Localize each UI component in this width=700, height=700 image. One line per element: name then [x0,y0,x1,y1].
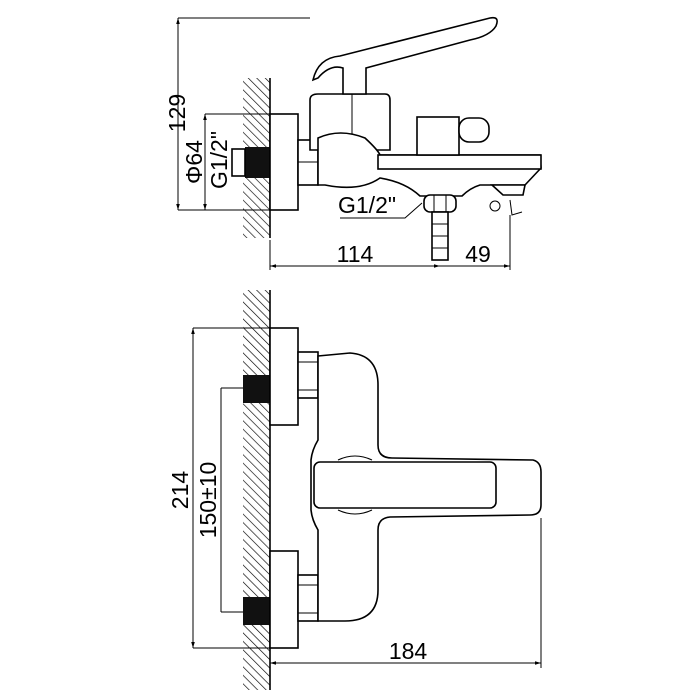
hose-connector [423,194,457,213]
lower-nut [297,574,319,622]
projection-label: 184 [389,638,428,664]
depth-dimension-label: 114 [337,241,374,267]
center-distance-label: 150±10 [195,462,221,539]
diverter-knob [416,116,460,156]
outlet-thread-label: G1/2" [338,192,396,218]
lower-thread [243,597,270,625]
lower-flange [269,550,299,649]
front-view: 214 150±10 184 [167,290,542,690]
flange-diameter-label: Φ64 [181,140,207,184]
thread-nub [231,148,246,177]
upper-nut [297,351,319,399]
wall-hatch [243,290,270,690]
wall-flange [269,113,299,211]
lever-handle [311,16,498,95]
spout [377,154,542,170]
lever-handle [313,461,497,509]
wall-thread-label: G1/2" [206,131,232,189]
wall-thread [245,147,270,178]
upper-thread [243,375,270,403]
side-view: 129 Φ64 G1/2" G1/2" 114 49 [164,16,542,270]
diverter-pin [489,200,501,212]
upper-flange [269,327,299,426]
spout-offset-label: 49 [465,241,491,267]
flange-span-label: 214 [167,471,193,510]
diverter-cap [458,117,490,143]
shower-diverter [489,184,526,196]
height-dimension-label: 129 [164,94,190,132]
